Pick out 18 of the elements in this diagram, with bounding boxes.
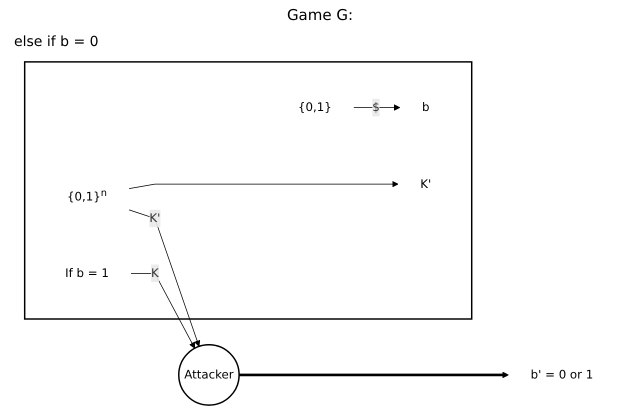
edge-label: $	[372, 100, 380, 114]
arrow	[130, 272, 196, 349]
node-text: {0,1}	[298, 100, 332, 114]
arrow	[353, 104, 400, 111]
node-text: b	[422, 100, 430, 114]
diagram-title: Game G:	[286, 6, 354, 24]
arrow	[239, 372, 509, 378]
node-text: b' = 0 or 1	[530, 368, 594, 382]
node-circle: Attacker	[178, 344, 240, 406]
edge-label: K'	[149, 211, 160, 226]
note-text: else if b = 0	[14, 34, 99, 50]
arrow	[128, 180, 398, 189]
arrow	[128, 210, 200, 347]
node-text: K'	[420, 176, 432, 191]
cluster	[24, 61, 472, 320]
edge-label: K	[151, 266, 159, 280]
node-text: {0,1}$^{n}$	[67, 188, 108, 204]
node-text: If b = 1	[65, 266, 109, 280]
